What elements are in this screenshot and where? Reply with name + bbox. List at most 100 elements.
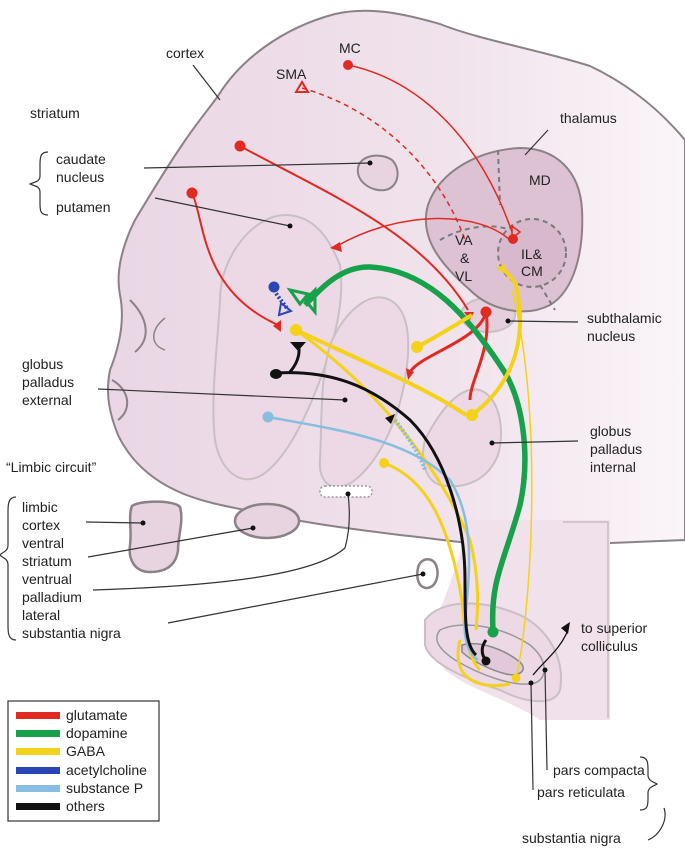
label-limbic-5: ventrual bbox=[22, 571, 72, 587]
leader-gpi bbox=[491, 440, 579, 444]
label-va: VA bbox=[455, 232, 473, 248]
stn-gpe-terminal bbox=[406, 368, 414, 380]
leader-putamen bbox=[154, 197, 291, 227]
label-putamen: putamen bbox=[56, 199, 110, 215]
label-limbic-6: palladium bbox=[22, 589, 82, 605]
ach-node bbox=[268, 281, 280, 293]
superior-colliculus-arrowhead bbox=[561, 622, 570, 634]
legend-label-dopamine: dopamine bbox=[66, 725, 128, 741]
label-limbic-1: limbic bbox=[22, 499, 58, 515]
putamen-region bbox=[212, 213, 343, 481]
label-caudate-2: nucleus bbox=[56, 169, 104, 185]
leader-vs-dot bbox=[250, 525, 256, 531]
label-limbic-8: substantia nigra bbox=[22, 625, 121, 641]
legend-label-glutamate: glutamate bbox=[66, 707, 128, 723]
leader-caudate-dot bbox=[367, 160, 373, 166]
cortex-fold-1 bbox=[129, 299, 147, 353]
pars-compacta-outline bbox=[461, 642, 524, 676]
label-limbic-2: cortex bbox=[22, 517, 60, 533]
substance-p-branch bbox=[393, 418, 427, 471]
gaba-vs-node bbox=[379, 458, 389, 468]
gaba-gpi-thalamus-terminal bbox=[496, 264, 506, 274]
leader-lsn-dot bbox=[420, 571, 426, 577]
mc-node bbox=[343, 60, 353, 70]
superior-colliculus-arrow bbox=[532, 629, 569, 676]
legend-swatch-glutamate bbox=[16, 712, 60, 719]
gaba-striatum-gpi-path bbox=[295, 328, 468, 417]
leader-limbic-cortex bbox=[85, 521, 144, 524]
leader-putamen-dot bbox=[287, 223, 293, 229]
substantia-nigra-bracket bbox=[639, 756, 659, 811]
label-thalamus: thalamus bbox=[560, 110, 617, 126]
legend-swatch-substance-p bbox=[16, 785, 60, 792]
legend-swatch-others bbox=[16, 803, 60, 810]
legend: glutamate dopamine GABA acetylcholine su… bbox=[7, 700, 160, 822]
others-terminal bbox=[290, 342, 306, 351]
leader-pars-compacta bbox=[544, 669, 548, 771]
label-limbic-4: striatum bbox=[22, 553, 72, 569]
label-stn-2: nucleus bbox=[587, 328, 635, 344]
legend-swatch-gaba bbox=[16, 748, 60, 755]
legend-label-gaba: GABA bbox=[66, 743, 106, 759]
thalamus-md-divider bbox=[497, 149, 501, 206]
leader-ventral-striatum bbox=[87, 527, 254, 558]
leader-lateral-sn bbox=[167, 573, 424, 624]
thalamus-va-divider bbox=[439, 225, 511, 241]
ach-terminal bbox=[277, 301, 294, 317]
gaba-gpi-node bbox=[466, 409, 478, 421]
gaba-gpe-stn-path bbox=[416, 313, 474, 349]
leader-cortex bbox=[192, 64, 221, 101]
leader-thalamus bbox=[524, 129, 549, 156]
leader-lc-dot bbox=[140, 520, 146, 526]
leader-pars-compacta-dot bbox=[542, 667, 548, 673]
dopamine-terminal bbox=[302, 286, 317, 317]
label-pars-reticulata: pars reticulata bbox=[537, 784, 625, 800]
label-cm: CM bbox=[521, 263, 543, 279]
cortex-putamen-node bbox=[186, 187, 198, 199]
legend-label-substance-p: substance P bbox=[66, 780, 143, 796]
label-gpe-3: external bbox=[22, 392, 72, 408]
mc-thalamus-path bbox=[347, 64, 513, 233]
label-substantia-nigra: substantia nigra bbox=[522, 830, 621, 846]
gaba-snc-loop bbox=[456, 639, 511, 688]
dopamine-node bbox=[487, 626, 499, 638]
cortex-fold-2 bbox=[111, 379, 128, 421]
label-gpe-1: globus bbox=[22, 356, 63, 372]
label-striatum: striatum bbox=[30, 105, 80, 121]
label-gpi-3: internal bbox=[590, 459, 636, 475]
label-caudate-1: caudate bbox=[56, 151, 106, 167]
stn-gpi-path bbox=[468, 311, 489, 401]
gpi-region bbox=[422, 388, 502, 488]
label-il: IL& bbox=[521, 246, 543, 262]
label-md: MD bbox=[529, 172, 551, 188]
gaba-gpi-thalamus-path bbox=[470, 266, 522, 417]
others-terminal-2 bbox=[385, 414, 395, 424]
others-path bbox=[275, 371, 478, 657]
label-amp: & bbox=[460, 250, 470, 266]
gpe-region bbox=[318, 296, 410, 489]
thalamus-lower-dashed bbox=[539, 284, 556, 311]
others-node bbox=[270, 369, 282, 379]
lateral-substantia-nigra-region bbox=[416, 558, 439, 590]
leader-palladium-dot bbox=[345, 491, 351, 497]
leader-caudate bbox=[143, 162, 371, 169]
label-gpi-1: globus bbox=[590, 423, 631, 439]
label-limbic-circuit: “Limbic circuit” bbox=[6, 459, 97, 475]
thalamus-striatum-terminal bbox=[330, 242, 342, 252]
thalamus-striatum-path bbox=[336, 217, 513, 247]
leader-stn bbox=[507, 320, 579, 323]
label-cortex: cortex bbox=[166, 45, 204, 61]
il-node bbox=[508, 234, 518, 244]
leader-gpi-dot bbox=[489, 440, 495, 446]
legend-label-others: others bbox=[66, 798, 105, 814]
legend-swatch-acetylcholine bbox=[16, 767, 60, 774]
label-gpe-2: palladus bbox=[22, 374, 74, 390]
stn-node bbox=[480, 306, 492, 318]
sma-thalamus-path bbox=[301, 87, 466, 241]
cortex-fold-3 bbox=[153, 317, 166, 351]
label-superior-2: colliculus bbox=[581, 638, 638, 654]
substance-p-node bbox=[262, 411, 274, 423]
label-sma: SMA bbox=[276, 66, 307, 82]
legend-box bbox=[7, 700, 160, 822]
